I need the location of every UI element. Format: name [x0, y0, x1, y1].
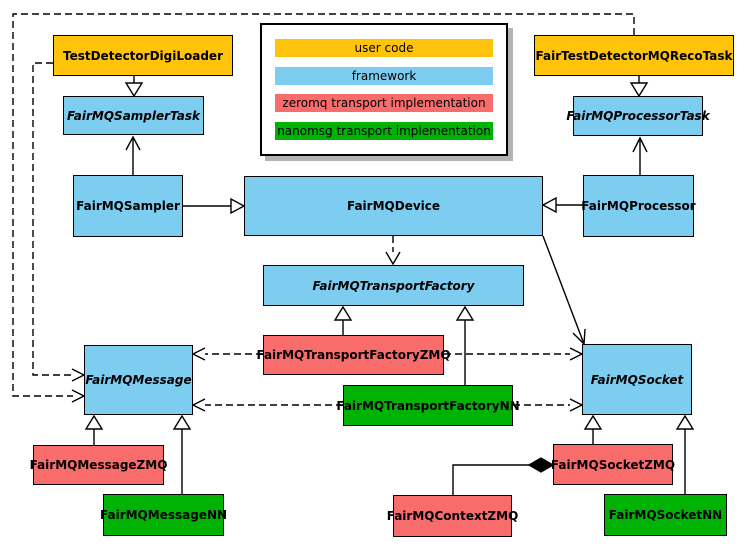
- class-box-fairmqmessage: FairMQMessage: [84, 345, 193, 415]
- edge-device-depends-transportfactory: [385, 236, 401, 266]
- edge-line: [452, 464, 529, 495]
- class-box-fairmqcontextzmq: FairMQContextZMQ: [387, 495, 518, 537]
- class-label: FairMQContextZMQ: [386, 509, 519, 523]
- legend-label: framework: [351, 68, 417, 83]
- class-box-fairmqmessagenn: FairMQMessageNN: [99, 494, 228, 536]
- legend-item-framework: framework: [275, 66, 493, 85]
- open-arrowhead-icon: [125, 135, 141, 151]
- edge-device-uses-socket: [542, 235, 586, 346]
- edge-tfzmq-inherits-transportfactory: [333, 305, 353, 335]
- class-label: TestDetectorDigiLoader: [62, 48, 223, 63]
- class-box-fairmqsocketnn: FairMQSocketNN: [604, 494, 727, 536]
- class-label: FairMQDevice: [346, 199, 441, 213]
- class-label: FairMQSampler: [76, 199, 180, 213]
- class-label: FairMQSocket: [590, 372, 684, 387]
- hollow-triangle-arrowhead-icon: [629, 82, 649, 98]
- edge-line: [12, 13, 635, 397]
- open-arrowhead-icon: [191, 398, 206, 412]
- class-box-fairmqprocessortask: FairMQProcessorTask: [566, 96, 710, 136]
- class-label: FairMQSocketNN: [608, 508, 723, 522]
- hollow-triangle-arrowhead-icon: [84, 414, 104, 430]
- edge-digiloader-inherits-samplertask: [124, 76, 144, 98]
- edge-processor-inherits-device: [541, 196, 583, 214]
- class-label: FairMQSocketZMQ: [550, 457, 676, 472]
- class-box-fairtestdetectormqrecotask: FairTestDetectorMQRecoTask: [534, 35, 734, 76]
- edge-tfnn-depends-message: [191, 398, 343, 412]
- open-arrowhead-icon: [191, 347, 206, 361]
- edge-recotask-inherits-processortask: [629, 76, 649, 98]
- edge-tfnn-depends-socket: [513, 398, 584, 412]
- hollow-triangle-arrowhead-icon: [124, 82, 144, 98]
- legend-label: nanomsg transport implementation: [277, 124, 491, 139]
- hollow-triangle-arrowhead-icon: [172, 414, 192, 430]
- open-arrowhead-icon: [385, 251, 401, 266]
- hollow-triangle-arrowhead-icon: [583, 414, 603, 430]
- class-label: FairMQTransportFactoryNN: [336, 398, 520, 413]
- edge-line: [32, 62, 73, 376]
- class-box-fairmqsampler: FairMQSampler: [73, 175, 183, 237]
- edge-processor-uses-processortask: [632, 136, 648, 175]
- legend-item-user-code: user code: [275, 38, 493, 57]
- hollow-triangle-arrowhead-icon: [230, 197, 246, 215]
- class-label: FairMQMessageZMQ: [29, 458, 168, 472]
- class-label: FairMQTransportFactory: [312, 278, 475, 293]
- edge-socketzmq-inherits-socket: [583, 414, 603, 444]
- class-box-fairmqsocket: FairMQSocket: [582, 344, 692, 415]
- edge-messagezmq-inherits-message: [84, 414, 104, 445]
- hollow-triangle-arrowhead-icon: [675, 414, 695, 430]
- edge-messagenn-inherits-message: [172, 414, 192, 494]
- class-box-fairmqsamplertask: FairMQSamplerTask: [63, 96, 204, 135]
- class-box-fairmqtransportfactoryzmq: FairMQTransportFactoryZMQ: [256, 335, 451, 375]
- class-box-fairmqtransportfactory: FairMQTransportFactory: [263, 265, 524, 306]
- class-label: FairMQProcessorTask: [566, 109, 710, 123]
- open-arrowhead-icon: [569, 398, 584, 412]
- filled-diamond-icon: [527, 457, 555, 473]
- legend-box: user code framework zeromq transport imp…: [260, 23, 508, 156]
- edge-tfzmq-depends-message: [191, 347, 263, 361]
- legend-label: zeromq transport implementation: [282, 96, 486, 111]
- hollow-triangle-arrowhead-icon: [333, 305, 353, 321]
- edge-sampler-inherits-device: [183, 197, 246, 215]
- class-box-fairmqmessagezmq: FairMQMessageZMQ: [30, 445, 167, 485]
- class-label: FairMQMessageNN: [99, 508, 228, 522]
- hollow-triangle-arrowhead-icon: [541, 196, 557, 214]
- class-box-fairmqdevice: FairMQDevice: [244, 176, 543, 236]
- legend-label: user code: [354, 40, 414, 55]
- legend-item-nanomsg: nanomsg transport implementation: [275, 122, 493, 141]
- edge-tfnn-inherits-transportfactory: [455, 305, 475, 385]
- class-label: FairMQSamplerTask: [66, 108, 201, 123]
- class-label: FairMQTransportFactoryZMQ: [256, 348, 451, 362]
- class-label: FairMQProcessor: [581, 199, 696, 213]
- open-arrowhead-icon: [632, 136, 648, 153]
- class-box-testdetectordigiloader: TestDetectorDigiLoader: [53, 35, 233, 76]
- edge-sampler-uses-samplertask: [125, 135, 141, 175]
- class-box-fairmqprocessor: FairMQProcessor: [581, 175, 696, 237]
- open-arrowhead-icon: [569, 347, 584, 361]
- class-label: FairMQMessage: [85, 373, 192, 387]
- class-box-fairmqtransportfactorynn: FairMQTransportFactoryNN: [336, 385, 520, 426]
- edge-line: [542, 235, 585, 345]
- legend-item-zeromq: zeromq transport implementation: [275, 94, 493, 113]
- open-arrowhead-icon: [71, 389, 86, 403]
- edge-socketnn-inherits-socket: [675, 414, 695, 494]
- edge-contextzmq-composed-socketzmq: [452, 457, 555, 495]
- open-arrowhead-icon: [71, 368, 86, 382]
- hollow-triangle-arrowhead-icon: [455, 305, 475, 321]
- class-label: FairTestDetectorMQRecoTask: [535, 48, 733, 63]
- class-box-fairmqsocketzmq: FairMQSocketZMQ: [550, 444, 676, 485]
